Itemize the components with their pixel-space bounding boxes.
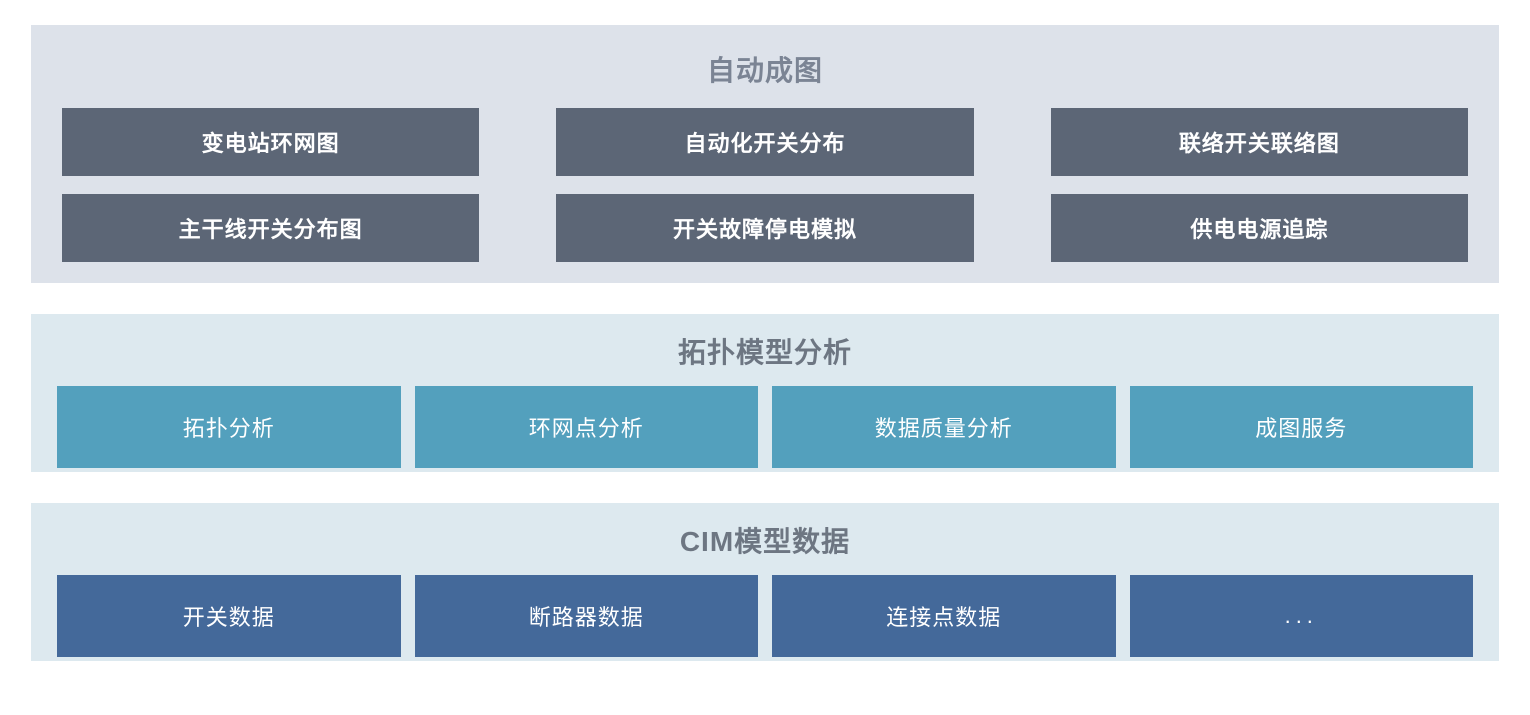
topology-row-1: 拓扑分析 环网点分析 数据质量分析 成图服务 — [57, 386, 1473, 468]
button-substation-ring-network-diagram[interactable]: 变电站环网图 — [62, 108, 480, 176]
section-automap: 自动成图 变电站环网图 自动化开关分布 联络开关联络图 主干线开关分布图 开关故… — [31, 25, 1499, 283]
button-automation-switch-distribution[interactable]: 自动化开关分布 — [556, 108, 974, 176]
section-gap-1 — [31, 283, 1499, 314]
section-topology-title: 拓扑模型分析 — [677, 337, 852, 368]
button-topology-analysis[interactable]: 拓扑分析 — [57, 386, 401, 468]
button-mapping-service[interactable]: 成图服务 — [1129, 386, 1473, 468]
section-automap-title: 自动成图 — [706, 55, 823, 86]
button-switch-fault-outage-simulation[interactable]: 开关故障停电模拟 — [556, 194, 974, 262]
automap-row-2: 主干线开关分布图 开关故障停电模拟 供电电源追踪 — [62, 194, 1468, 262]
button-ring-network-point-analysis[interactable]: 环网点分析 — [414, 386, 758, 468]
button-connection-point-data[interactable]: 连接点数据 — [772, 575, 1116, 657]
button-more-data[interactable]: ... — [1129, 575, 1473, 657]
automap-row-1: 变电站环网图 自动化开关分布 联络开关联络图 — [62, 108, 1468, 176]
section-gap-2 — [31, 472, 1499, 503]
cim-row-1: 开关数据 断路器数据 连接点数据 ... — [57, 575, 1473, 657]
button-trunk-line-switch-distribution-diagram[interactable]: 主干线开关分布图 — [62, 194, 480, 262]
button-tie-switch-connection-diagram[interactable]: 联络开关联络图 — [1050, 108, 1468, 176]
button-switch-data[interactable]: 开关数据 — [57, 575, 401, 657]
button-power-supply-source-tracing[interactable]: 供电电源追踪 — [1050, 194, 1468, 262]
button-circuit-breaker-data[interactable]: 断路器数据 — [414, 575, 758, 657]
section-cim-model-data: CIM模型数据 开关数据 断路器数据 连接点数据 ... — [31, 503, 1499, 661]
section-cim-title: CIM模型数据 — [679, 526, 851, 557]
section-topology-analysis: 拓扑模型分析 拓扑分析 环网点分析 数据质量分析 成图服务 — [31, 314, 1499, 472]
button-data-quality-analysis[interactable]: 数据质量分析 — [772, 386, 1116, 468]
